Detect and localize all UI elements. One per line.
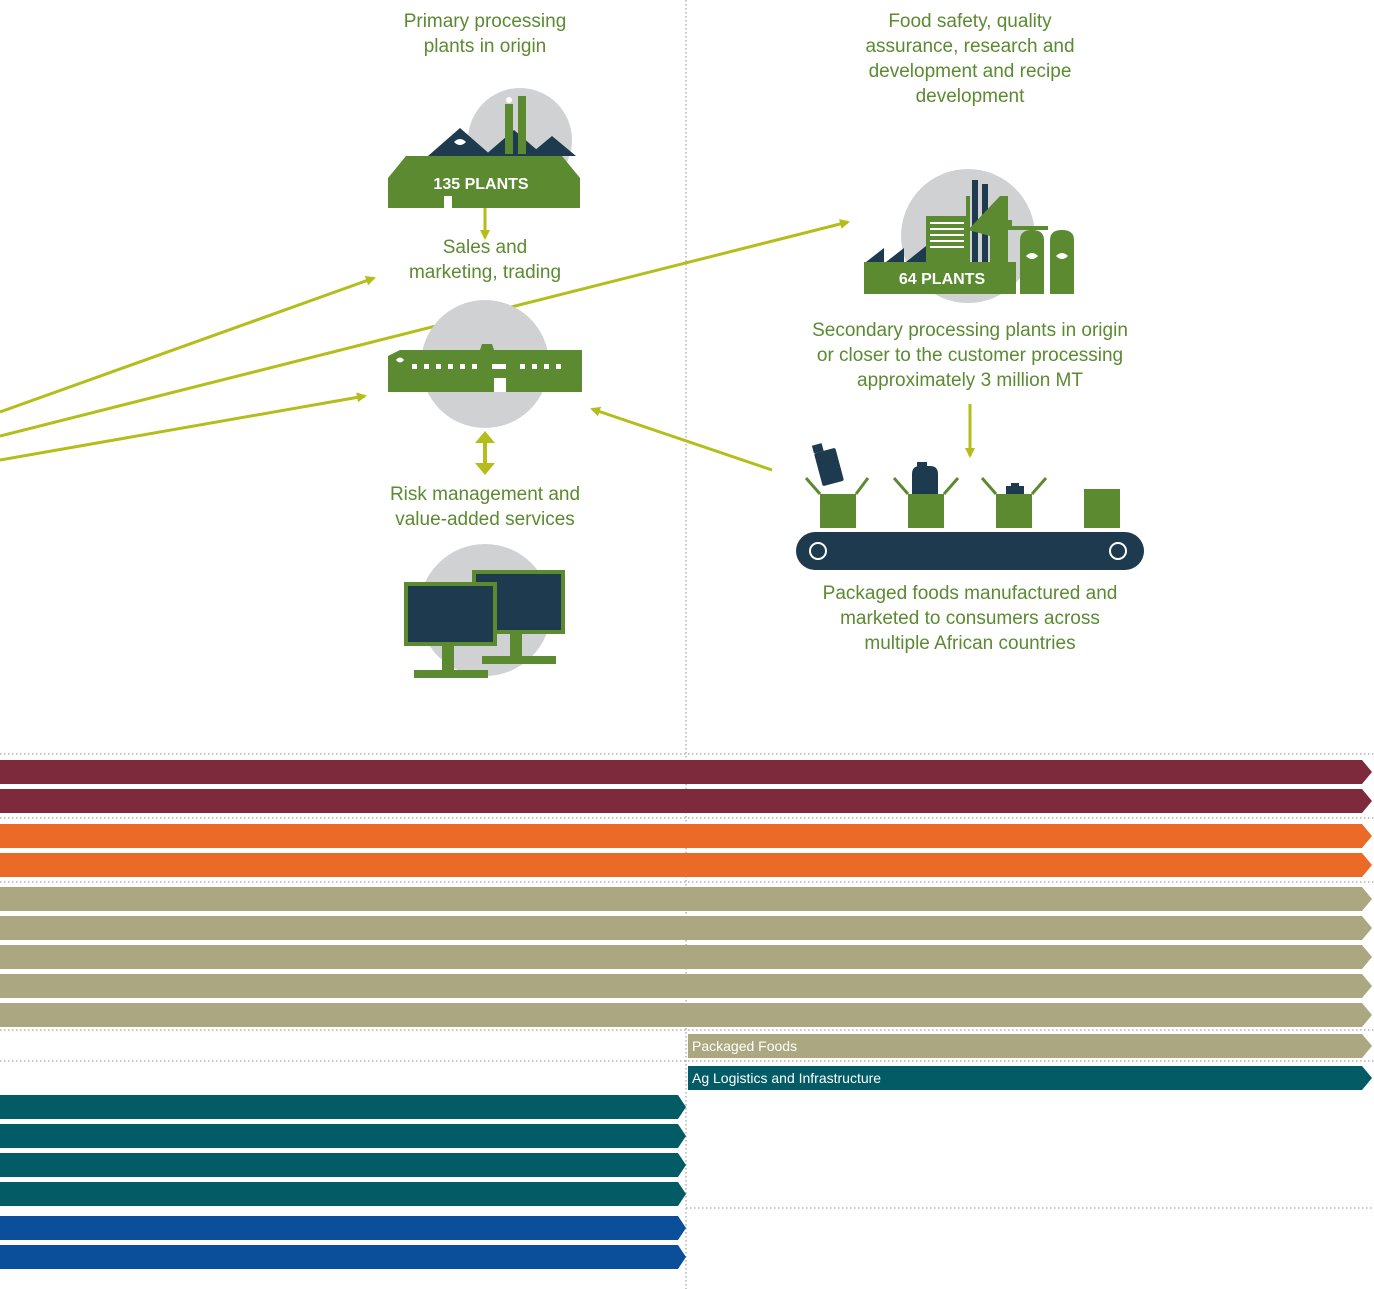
bar-khaki-2 [0, 916, 1372, 940]
bar-khaki-5 [0, 1003, 1372, 1027]
double-arrow [475, 431, 495, 475]
factory-secondary-icon: 64 PLANTS [864, 169, 1074, 303]
bar-teal-2 [0, 1124, 686, 1148]
conveyor-belt-icon [796, 443, 1144, 570]
packaged-foods-description: Packaged foods manufactured and marketed… [822, 583, 1118, 654]
factory-icon: 135 PLANTS [388, 88, 580, 208]
bar-khaki-3 [0, 945, 1372, 969]
primary-processing-label: Primary processing plants in origin [403, 11, 567, 57]
bar-teal-4 [0, 1182, 686, 1206]
bar-khaki-4 [0, 974, 1372, 998]
secondary-processing-label: Secondary processing plants in origin or… [812, 320, 1128, 391]
bar-khaki-1 [0, 887, 1372, 911]
bar-teal-3 [0, 1153, 686, 1177]
arrow-from-packaged [590, 406, 773, 472]
bar-maroon-1 [0, 760, 1372, 784]
monitors-icon [404, 544, 565, 678]
risk-management-label: Risk management and value-added services [389, 484, 581, 530]
flow-arrows [0, 208, 975, 472]
packaged-foods-bar-label: Packaged Foods [692, 1038, 798, 1054]
primary-plants-count: 135 PLANTS [433, 176, 528, 193]
bar-teal-1 [0, 1095, 686, 1119]
bar-orange-1 [0, 824, 1372, 848]
arrow-to-trading [0, 392, 367, 462]
warehouse-icon [388, 300, 582, 428]
ag-logistics-bar-label: Ag Logistics and Infrastructure [692, 1070, 882, 1086]
bar-packaged-foods [688, 1034, 1372, 1058]
bar-ag-logistics [688, 1066, 1372, 1090]
sales-marketing-label: Sales and marketing, trading [408, 237, 562, 283]
bar-group-separators [0, 753, 1374, 1209]
bar-maroon-2 [0, 789, 1372, 813]
secondary-plants-count: 64 PLANTS [899, 271, 986, 288]
bar-blue-1 [0, 1216, 686, 1240]
segment-bars [0, 760, 1372, 1269]
bar-blue-2 [0, 1245, 686, 1269]
arrow-to-sales [0, 275, 376, 414]
arrow-to-secondary [0, 219, 850, 438]
food-safety-label: Food safety, quality assurance, research… [865, 11, 1075, 107]
bar-orange-2 [0, 853, 1372, 877]
